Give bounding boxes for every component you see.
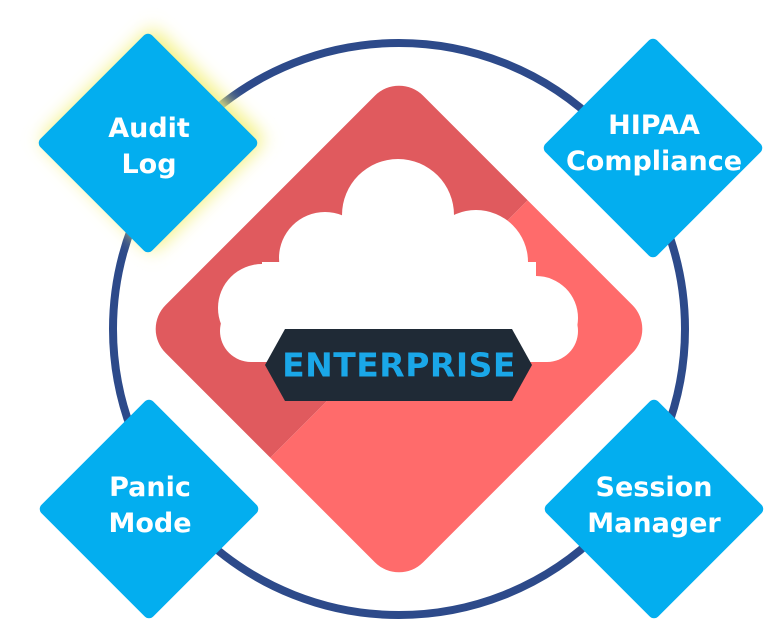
feature-tile-audit-log[interactable] bbox=[36, 31, 259, 254]
enterprise-label: ENTERPRISE bbox=[282, 345, 516, 385]
feature-label-line: Manager bbox=[587, 508, 721, 539]
feature-label-panic-mode[interactable]: Panic Mode bbox=[108, 470, 191, 542]
outer-ring bbox=[109, 39, 689, 619]
feature-label-line: HIPAA bbox=[608, 110, 700, 141]
feature-tile-hipaa-compliance[interactable] bbox=[541, 36, 764, 259]
feature-tile-panic-mode[interactable] bbox=[37, 397, 260, 619]
feature-label-line: Audit bbox=[108, 113, 190, 144]
feature-tile-session-manager[interactable] bbox=[542, 397, 765, 619]
feature-label-hipaa-compliance[interactable]: HIPAA Compliance bbox=[566, 108, 742, 180]
feature-label-line: Mode bbox=[108, 508, 192, 539]
feature-label-session-manager[interactable]: Session Manager bbox=[587, 470, 720, 542]
feature-label-line: Compliance bbox=[565, 146, 743, 177]
feature-label-line: Panic bbox=[109, 472, 191, 503]
feature-label-line: Session bbox=[595, 472, 713, 503]
enterprise-banner bbox=[265, 329, 532, 401]
feature-label-audit-log[interactable]: Audit Log bbox=[108, 111, 190, 183]
feature-label-line: Log bbox=[121, 149, 177, 180]
